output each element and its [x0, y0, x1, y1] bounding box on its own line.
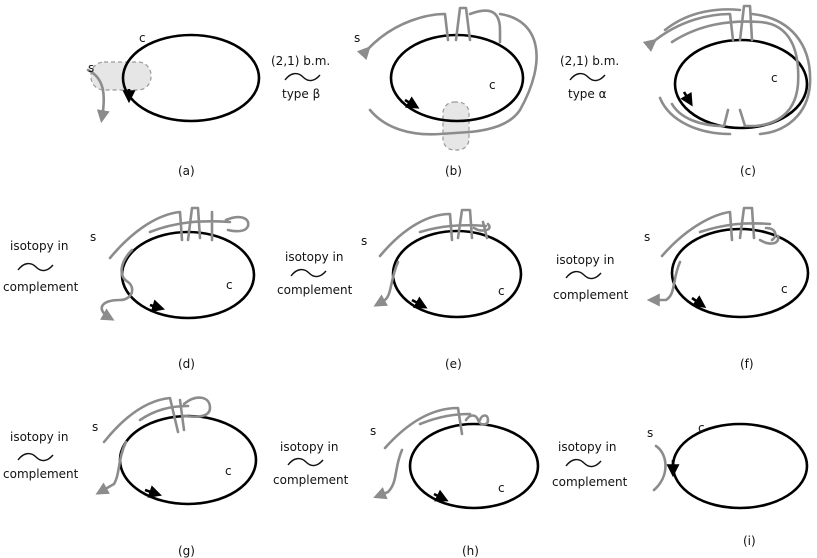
strand-label: s [370, 424, 376, 438]
panel-b: s c (b) [354, 6, 538, 178]
panel-e: s c (e) [361, 208, 523, 371]
transition-d-in-top: isotopy in [10, 239, 68, 253]
curve-label: c [489, 78, 496, 92]
panel-g: s c (g) [92, 396, 258, 558]
curve-c [408, 422, 540, 510]
band-region-box [442, 101, 470, 151]
transition-g-in: isotopy in complement [3, 430, 79, 481]
curve-c-arrow [404, 96, 420, 109]
transition-gh-top: isotopy in [280, 440, 338, 454]
transition-g-in-top: isotopy in [10, 430, 68, 444]
tilde-icon [287, 457, 324, 467]
panel-d: s c (d) [90, 206, 256, 371]
panel-label-f: (f) [740, 357, 754, 371]
transition-gh-bottom: complement [273, 473, 349, 487]
curve-c-arrow [411, 296, 428, 309]
curve-c-arrow [144, 485, 162, 498]
curve-label: c [498, 481, 505, 495]
strand-s [378, 406, 490, 496]
strand-s [652, 444, 667, 492]
panel-label-g: (g) [178, 544, 195, 558]
transition-g-in-bottom: complement [3, 467, 79, 481]
panel-f: s c (f) [644, 206, 810, 371]
transition-hi-top: isotopy in [558, 440, 616, 454]
curve-c-arrow [149, 299, 165, 312]
curve-c [121, 33, 261, 123]
curve-label: c [139, 31, 146, 45]
panel-label-c: (c) [740, 164, 756, 178]
curve-c [670, 227, 810, 319]
transition-hi: isotopy in complement [552, 440, 628, 489]
strand-label: s [647, 426, 653, 440]
curve-label: c [225, 464, 232, 478]
tilde-icon [290, 268, 327, 278]
transition-bc-top: (2,1) b.m. [560, 54, 619, 68]
strand-s [367, 6, 538, 136]
tilde-icon [284, 72, 321, 82]
panel-h: s c (h) [370, 406, 540, 558]
strand-s [652, 206, 780, 300]
panel-label-i: (i) [743, 534, 756, 548]
curve-c-arrow [433, 489, 449, 502]
strand-label: s [88, 61, 94, 75]
tilde-icon [17, 452, 54, 462]
tilde-icon [565, 458, 602, 468]
band-region-box [90, 61, 152, 91]
transition-ef: isotopy in complement [553, 253, 629, 302]
transition-d-in-bottom: complement [3, 280, 79, 294]
panel-label-e: (e) [445, 357, 462, 371]
strand-s [100, 396, 212, 492]
panel-label-b: (b) [445, 164, 462, 178]
curve-label: c [771, 71, 778, 85]
strand-label: s [644, 230, 650, 244]
curve-c-arrow [691, 295, 707, 308]
curve-c [118, 414, 258, 506]
transition-de: isotopy in complement [277, 250, 353, 297]
panel-label-d: (d) [178, 357, 195, 371]
panel-i: s c (i) [647, 421, 809, 548]
strand-label: s [92, 420, 98, 434]
curve-label: c [781, 282, 788, 296]
tilde-icon [569, 72, 606, 82]
transition-ab: (2,1) b.m. type β [271, 54, 330, 101]
strand-s [378, 208, 491, 304]
transition-ab-bottom: type β [282, 87, 320, 101]
strand-s [653, 4, 812, 136]
curve-c [671, 422, 809, 510]
tilde-icon [17, 262, 54, 272]
panel-label-a: (a) [178, 164, 195, 178]
curve-c-arrow [680, 91, 693, 107]
transition-gh: isotopy in complement [273, 440, 349, 487]
curve-label: c [698, 421, 705, 435]
transition-bc-bottom: type α [568, 87, 607, 101]
strand-s [86, 68, 110, 124]
curve-label: c [498, 284, 505, 298]
strand-s [102, 206, 250, 318]
curve-c [120, 230, 256, 320]
transition-ab-top: (2,1) b.m. [271, 54, 330, 68]
curve-label: c [226, 278, 233, 292]
transition-ef-bottom: complement [553, 288, 629, 302]
panel-label-h: (h) [462, 544, 479, 558]
panel-a: s c (a) [86, 31, 261, 178]
tilde-icon [565, 270, 602, 280]
strand-label: s [354, 31, 360, 45]
panel-c: c (c) [653, 4, 812, 178]
transition-de-top: isotopy in [285, 250, 343, 264]
transition-hi-bottom: complement [552, 475, 628, 489]
transition-bc: (2,1) b.m. type α [560, 54, 619, 101]
transition-ef-top: isotopy in [556, 253, 614, 267]
transition-d-in: isotopy in complement [3, 239, 79, 294]
strand-label: s [361, 234, 367, 248]
transition-de-bottom: complement [277, 283, 353, 297]
curve-c [391, 229, 523, 319]
strand-label: s [90, 230, 96, 244]
strand-s-inner [670, 20, 800, 128]
